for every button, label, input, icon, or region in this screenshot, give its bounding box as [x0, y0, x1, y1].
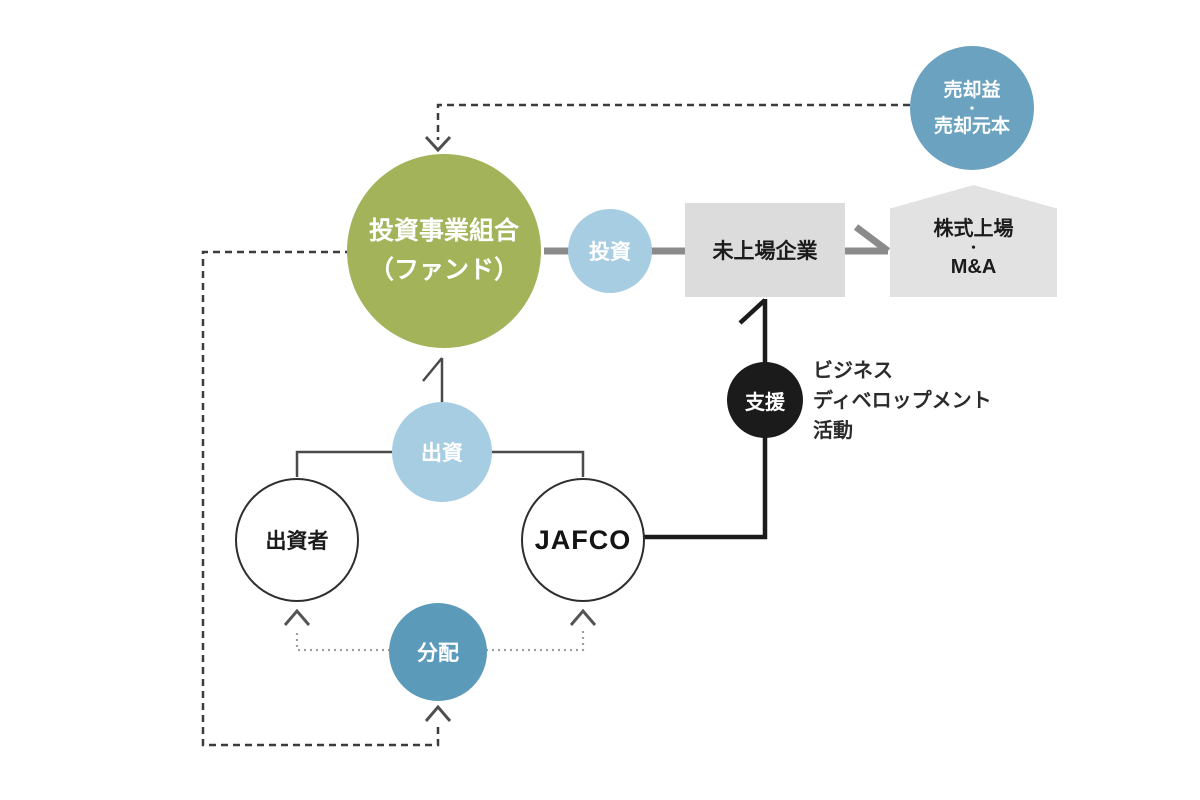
- fund-circle: 投資事業組合 （ファンド）: [347, 154, 541, 348]
- contribute-arrow: [422, 357, 444, 402]
- fund-line1: 投資事業組合: [368, 217, 519, 245]
- jafco-circle: JAFCO: [521, 478, 645, 602]
- proceeds-line1: 売却益: [943, 79, 1001, 101]
- bizdev-line2: ディベロップメント: [813, 390, 992, 412]
- jafco-label: JAFCO: [534, 524, 632, 555]
- distribute-label: 分配: [417, 642, 459, 665]
- distribution-jafco-dotted: [486, 629, 585, 652]
- contribute-label: 出資: [421, 442, 463, 465]
- distribution-investors-dotted: [295, 629, 390, 652]
- proceeds-line2: 売却元本: [933, 115, 1010, 137]
- distribution-investors-arrowhead: [283, 608, 311, 626]
- exit-separator: ・: [966, 240, 980, 255]
- business-development-label: ビジネス ディベロップメント 活動: [813, 356, 1033, 446]
- jafco-support-line: [644, 436, 768, 540]
- exit-line2: M&A: [950, 256, 997, 278]
- support-circle: 支援: [727, 362, 803, 438]
- invest-badge: 投資: [568, 209, 652, 293]
- proceeds-circle: 売却益 ・ 売却元本: [910, 46, 1034, 170]
- investors-label: 出資者: [265, 530, 329, 553]
- investors-contribute-connector: [295, 450, 392, 477]
- exit-line1: 株式上場: [933, 218, 1014, 240]
- unlisted-company-label: 未上場企業: [712, 240, 818, 263]
- jafco-contribute-connector: [492, 450, 585, 477]
- exit-pentagon: 株式上場 ・ M&A: [890, 185, 1057, 297]
- proceeds-return-dashed: [436, 103, 910, 140]
- contribute-badge: 出資: [392, 402, 492, 502]
- investors-circle: 出資者: [235, 478, 359, 602]
- proceeds-return-arrowhead: [424, 135, 452, 153]
- exit-arrow: [845, 224, 891, 255]
- fund-line2: （ファンド）: [368, 256, 519, 284]
- distribution-jafco-arrowhead: [569, 608, 597, 626]
- bizdev-line3: 活動: [813, 420, 853, 442]
- fund-distribution-dashed-loop: [201, 250, 440, 747]
- unlisted-company-box: 未上場企業: [685, 203, 845, 297]
- support-arrow: [738, 298, 768, 363]
- distribution-loop-arrowhead: [424, 704, 452, 722]
- distribute-badge: 分配: [389, 603, 487, 701]
- support-label: 支援: [745, 391, 785, 414]
- proceeds-separator: ・: [965, 100, 979, 116]
- bizdev-line1: ビジネス: [813, 360, 893, 382]
- invest-label: 投資: [589, 241, 631, 264]
